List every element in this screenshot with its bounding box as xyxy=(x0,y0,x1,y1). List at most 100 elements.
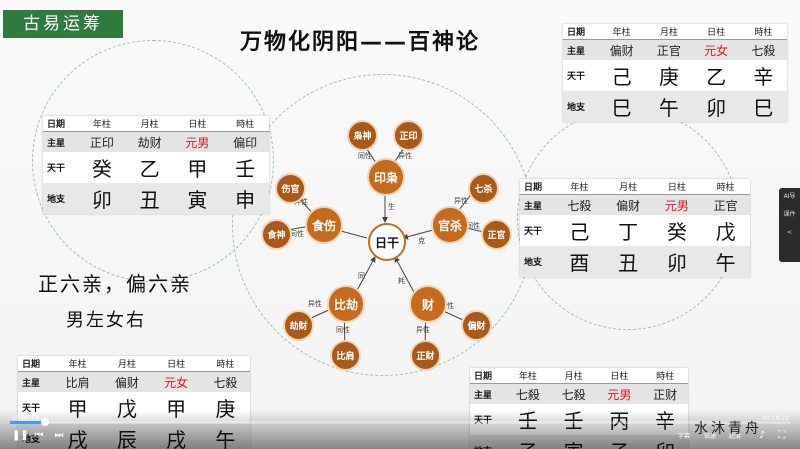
star-cell: 元男 xyxy=(173,131,222,152)
star-cell: 七殺 xyxy=(555,194,604,215)
row-label: 地支 xyxy=(520,246,555,277)
row-label: 地支 xyxy=(470,435,505,449)
node-bijian: 比肩 xyxy=(330,340,361,371)
zhi-cell: 寅 xyxy=(550,435,597,449)
gan-cell: 戊 xyxy=(116,397,137,421)
edge-label: 同性 xyxy=(440,301,454,310)
edge-label: 同性 xyxy=(358,151,372,160)
chart-header: 日柱 xyxy=(652,179,702,195)
star-cell: 元女 xyxy=(151,371,201,392)
star-cell: 七殺 xyxy=(739,39,787,60)
zhi-cell: 卯 xyxy=(692,91,740,122)
row-label: 天干 xyxy=(524,227,543,237)
row-label: 主星 xyxy=(470,383,505,404)
chart-header: 日柱 xyxy=(173,116,222,132)
row-label: 主星 xyxy=(18,371,53,392)
gan-cell: 乙 xyxy=(706,65,727,89)
gan-cell: 甲 xyxy=(67,397,88,421)
chart-header: 日柱 xyxy=(596,368,643,384)
zhi-cell: 辰 xyxy=(102,423,152,449)
node-zhengcai: 正财 xyxy=(410,340,441,371)
note-liuqin: 正六亲，偏六亲 xyxy=(38,272,192,296)
node-rigan: 日干 xyxy=(368,223,406,261)
note-nanzuo-nvyou: 男左女右 xyxy=(66,310,146,331)
star-cell: 偏财 xyxy=(598,39,646,60)
chart-header: 月柱 xyxy=(645,24,693,40)
edge-label: 异性 xyxy=(454,196,468,205)
star-cell: 偏印 xyxy=(221,131,269,152)
row-label: 天干 xyxy=(567,72,586,82)
edge-label: 异性 xyxy=(398,151,412,160)
star-cell: 比肩 xyxy=(53,371,103,392)
zhi-cell: 午 xyxy=(200,423,250,449)
row-label: 天干 xyxy=(47,164,66,174)
star-cell: 正官 xyxy=(645,39,693,60)
courseware-button[interactable]: 课件 xyxy=(783,211,796,218)
edge-label: 生 xyxy=(388,202,395,211)
row-label: 主星 xyxy=(43,131,78,152)
collapse-button[interactable]: < xyxy=(786,229,793,236)
node-zhengguan: 正官 xyxy=(481,219,512,250)
chart-header: 月柱 xyxy=(125,116,174,132)
zhi-cell: 子 xyxy=(596,435,643,449)
zhi-cell: 子 xyxy=(505,435,551,449)
node-yinxiao: 印枭 xyxy=(367,158,405,196)
star-cell: 元男 xyxy=(596,383,643,404)
zhi-cell: 戌 xyxy=(53,423,103,449)
zhi-cell: 卯 xyxy=(642,435,688,449)
chart-header: 日期 xyxy=(563,24,598,40)
edge-label: 异性 xyxy=(308,299,322,308)
edge-label: 同性 xyxy=(290,229,304,238)
quality-button[interactable]: 超清 xyxy=(729,433,742,440)
chart-header: 年柱 xyxy=(78,116,126,132)
gan-cell: 辛 xyxy=(642,404,688,435)
speed-button[interactable]: 倍速 xyxy=(704,433,717,440)
volume-icon[interactable]: ♪ xyxy=(758,430,766,441)
edge-label: 同性 xyxy=(336,325,350,334)
logo: 古易运筹 xyxy=(3,10,123,38)
edge-label: 同性 xyxy=(466,221,480,230)
zhi-cell: 午 xyxy=(701,246,750,277)
chart-header: 年柱 xyxy=(53,356,103,372)
gan-cell: 辛 xyxy=(753,65,774,89)
star-cell: 偏财 xyxy=(102,371,152,392)
zhi-cell: 丑 xyxy=(125,183,174,214)
zhi-cell: 戌 xyxy=(151,423,201,449)
gan-cell: 癸 xyxy=(666,220,687,244)
gan-cell: 壬 xyxy=(235,157,256,181)
pause-icon[interactable]: ❚❚ xyxy=(12,430,29,441)
edge-label: 异性 xyxy=(416,325,430,334)
gan-cell: 壬 xyxy=(505,404,551,435)
chart-header: 月柱 xyxy=(603,179,653,195)
node-cai: 财 xyxy=(409,285,447,323)
zhi-cell: 申 xyxy=(221,183,269,214)
row-label: 主星 xyxy=(563,39,598,60)
star-cell: 七殺 xyxy=(200,371,250,392)
fullscreen-icon[interactable]: ⛶ xyxy=(778,430,786,441)
gan-cell: 甲 xyxy=(187,157,208,181)
gan-cell: 戊 xyxy=(715,220,736,244)
edge-label: 同 xyxy=(358,272,365,280)
subtitle-button[interactable]: 字幕 xyxy=(678,433,691,440)
bazi-chart-left: 日期年柱月柱日柱時柱 主星正印劫财元男偏印 天干癸乙甲壬 地支卯丑寅申 xyxy=(43,116,269,214)
node-shishang: 食伤 xyxy=(305,206,343,244)
ai-guide-button[interactable]: AI导 xyxy=(783,193,796,200)
zhi-cell: 酉 xyxy=(555,246,604,277)
chart-header: 年柱 xyxy=(555,179,604,195)
progress-knob[interactable] xyxy=(41,418,50,426)
chart-header: 月柱 xyxy=(102,356,152,372)
node-piancai: 偏财 xyxy=(461,310,492,341)
chart-header: 月柱 xyxy=(550,368,597,384)
edge-label: 克 xyxy=(418,237,425,245)
skip-back-icon[interactable]: ⏮ xyxy=(34,430,44,441)
skip-forward-icon[interactable]: ⏭ xyxy=(54,430,64,441)
progress-bar[interactable] xyxy=(10,418,790,426)
node-jiecai: 劫财 xyxy=(283,310,314,341)
node-xiaoshen: 枭神 xyxy=(347,120,378,151)
star-cell: 元女 xyxy=(692,39,740,60)
zhi-cell: 巳 xyxy=(739,91,787,122)
node-shishen: 食神 xyxy=(261,219,292,250)
chart-header: 時柱 xyxy=(701,179,750,195)
